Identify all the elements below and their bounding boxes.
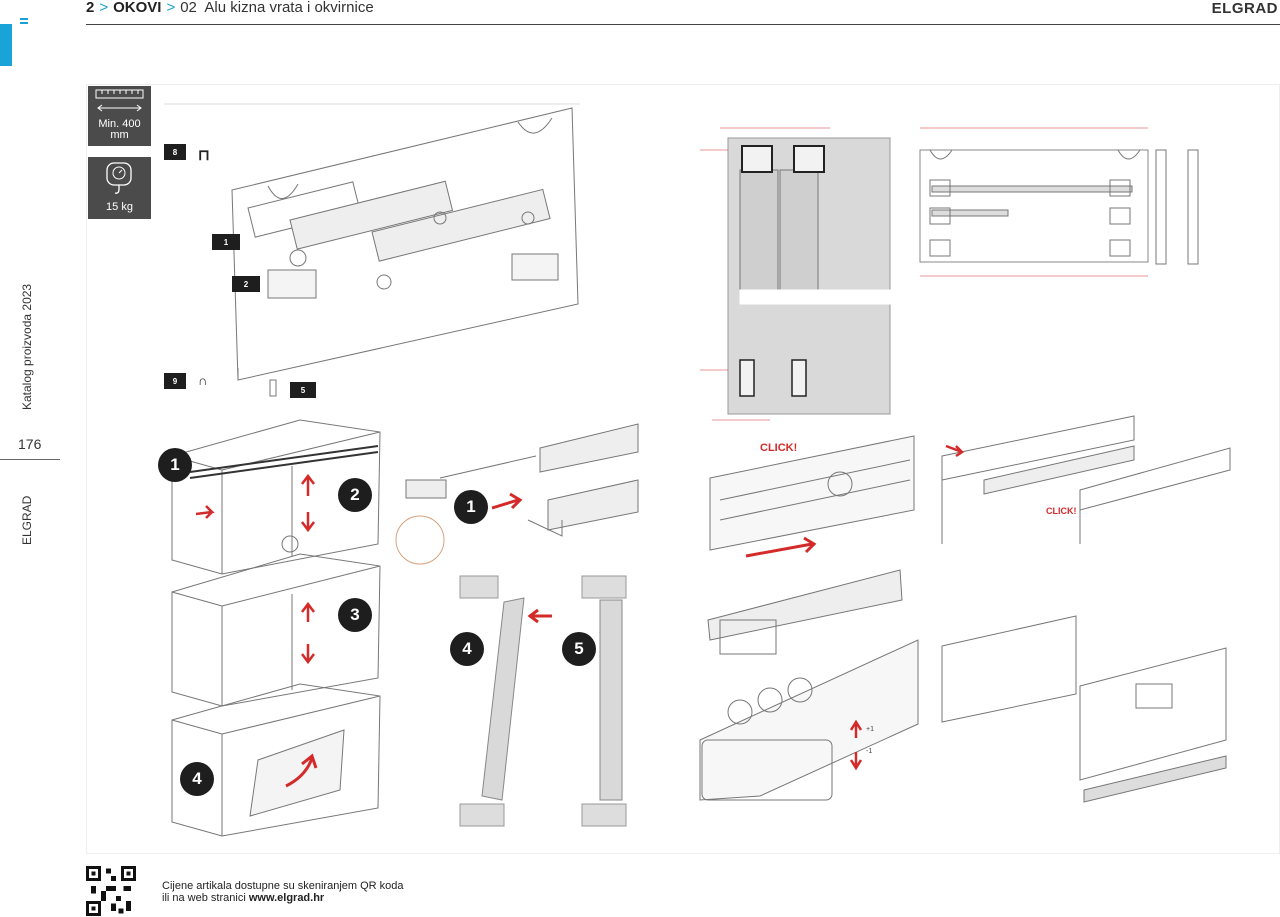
label-tag-9: 9 [164,373,186,389]
min-width-unit: mm [110,129,129,141]
breadcrumb: 2>OKOVI>02 Alu kizna vrata i okvirnice [86,0,374,16]
door-tilt-drawing [459,575,627,827]
min-width-badge: Min. 400 mm [88,86,151,146]
cabinet-drawing [171,419,381,837]
ruler-icon [95,89,144,112]
profile-small-icon: ∩ [198,373,208,388]
click-label: CLICK! [760,442,798,454]
profile-u-icon: ⊓ [198,147,210,164]
door-panel-drawing [164,103,580,397]
label-tag-2: 2 [232,276,260,292]
step-2-cabinet: 2 [338,478,372,512]
step-4-cabinet: 4 [180,762,214,796]
breadcrumb-subsection[interactable]: Alu kizna vrata i okvirnice [204,0,374,16]
cross-section-drawing [700,127,891,421]
mechanism-drawing [699,415,1231,803]
label-tag-1: 1 [212,234,240,250]
menu-icon[interactable] [20,18,28,26]
chevron-right-icon: > [99,0,109,16]
page-number: 176 [18,436,42,452]
door-elevation-drawing [919,127,1199,277]
website-link[interactable]: www.elgrad.hr [248,892,325,904]
step-1-cabinet: 1 [158,448,192,482]
label-tag-5: 5 [290,382,316,398]
chevron-right-icon: > [166,0,176,16]
click-label: CLICK! [1046,506,1077,516]
adjust-up-label: +1 [866,726,874,733]
qr-code[interactable] [86,866,136,916]
min-width-value: Min. 400 [98,118,141,130]
max-weight-value: 15 kg [106,201,133,213]
adjust-down-label: -1 [866,748,873,755]
step-4-door: 4 [450,632,484,666]
footer-line-1: Cijene artikala dostupne su skeniranjem … [162,880,404,892]
red-arrows [195,444,964,788]
breadcrumb-subsection-number: 02 [180,0,197,16]
step-3-cabinet: 3 [338,598,372,632]
breadcrumb-section[interactable]: OKOVI [113,0,162,16]
breadcrumb-chapter-number: 2 [86,0,95,16]
divider [0,459,60,460]
max-weight-badge: 15 kg [88,157,151,219]
header-brand: ELGRAD [1211,0,1278,17]
section-accent-bar [0,24,12,66]
step-5-door: 5 [562,632,596,666]
label-tag-8: 8 [164,144,186,160]
footer-line-2: ili na web stranici www.elgrad.hr [162,892,325,904]
footer-note: Cijene artikala dostupne su skeniranjem … [162,880,404,904]
page-header [86,0,1280,25]
weight-scale-icon [106,162,132,194]
rail-drawing [395,423,639,565]
step-1-rail: 1 [454,490,488,524]
